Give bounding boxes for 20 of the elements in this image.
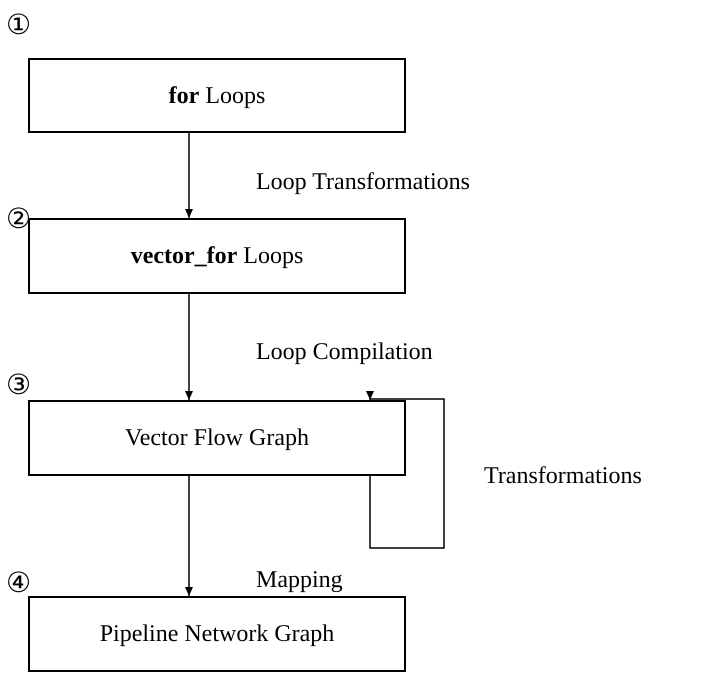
process-box	[28, 596, 406, 672]
step-number: ③	[6, 372, 31, 400]
edge-label: Transformations	[484, 462, 642, 491]
arrow	[185, 476, 193, 596]
process-box	[28, 400, 406, 476]
arrow	[366, 391, 445, 549]
box-label: Pipeline Network Graph	[100, 620, 334, 649]
step-number: ①	[6, 12, 31, 40]
arrow	[185, 133, 193, 218]
box-label: Vector Flow Graph	[125, 424, 309, 453]
edge-label: Loop Compilation	[256, 338, 433, 367]
step-number: ②	[6, 206, 31, 234]
step-number: ④	[6, 570, 31, 598]
box-label: vector_for Loops	[130, 242, 304, 271]
process-box	[28, 218, 406, 294]
edge-label: Loop Transformations	[256, 168, 470, 197]
box-label: for Loops	[168, 82, 266, 110]
process-box	[28, 58, 406, 133]
arrow	[185, 294, 193, 400]
edge-label: Mapping	[256, 566, 343, 595]
